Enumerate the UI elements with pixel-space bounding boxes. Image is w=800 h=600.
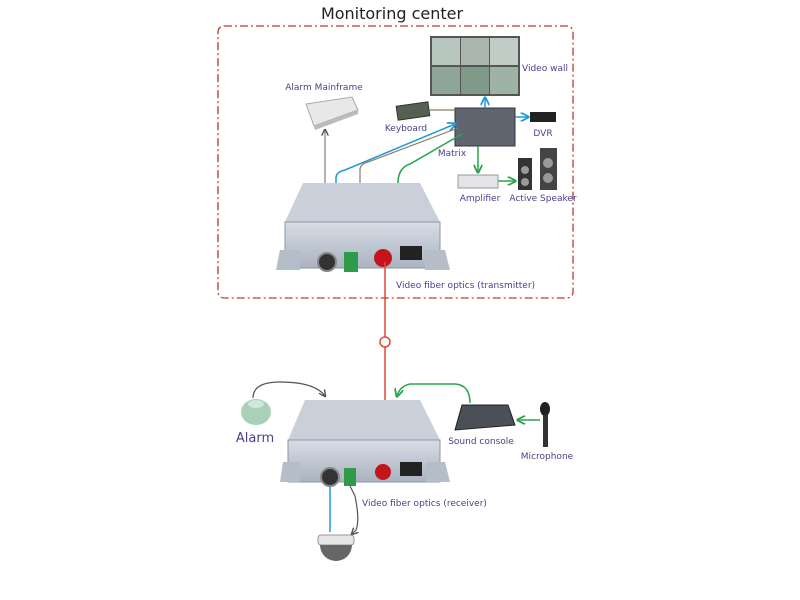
alarm-mainframe-label: Alarm Mainframe [285, 83, 363, 93]
data-line [359, 127, 459, 260]
transmitter-label: Video fiber optics (transmitter) [396, 281, 535, 291]
microphone-image [540, 402, 550, 447]
matrix-label: Matrix [438, 149, 467, 159]
dvr-label: DVR [533, 129, 552, 139]
video-wall-image [430, 36, 520, 96]
keyboard-image [395, 101, 431, 121]
receiver-label: Video fiber optics (receiver) [362, 499, 487, 509]
video-wall-label: Video wall [522, 64, 568, 74]
alarm-label: Alarm [236, 431, 274, 446]
sound-console-label: Sound console [448, 437, 514, 447]
receiver-device [280, 400, 450, 487]
amplifier-label: Amplifier [460, 194, 501, 204]
transmitter-device [276, 183, 450, 272]
fiber-connector-icon [379, 336, 391, 348]
keyboard-label: Keyboard [385, 124, 427, 134]
alarm-sensor-image [241, 399, 271, 425]
dvr-image [530, 112, 556, 122]
microphone-label: Microphone [521, 452, 574, 462]
alarm-mainframe-image [305, 96, 359, 130]
console-to-receiver-line [397, 383, 471, 404]
receiver-to-camera-data-line [349, 485, 358, 534]
alarm-to-receiver-line [252, 381, 325, 398]
audio-line [397, 133, 463, 184]
sound-console-image [454, 404, 516, 431]
active-speaker-label: Active Speaker [509, 194, 577, 204]
matrix-image [454, 107, 516, 147]
active-speaker-image [518, 148, 557, 190]
video-line [335, 124, 455, 258]
dome-camera-image [317, 534, 355, 561]
monitoring-center-border [217, 25, 574, 299]
diagram-title: Monitoring center [321, 4, 464, 23]
amplifier-image [457, 174, 499, 189]
